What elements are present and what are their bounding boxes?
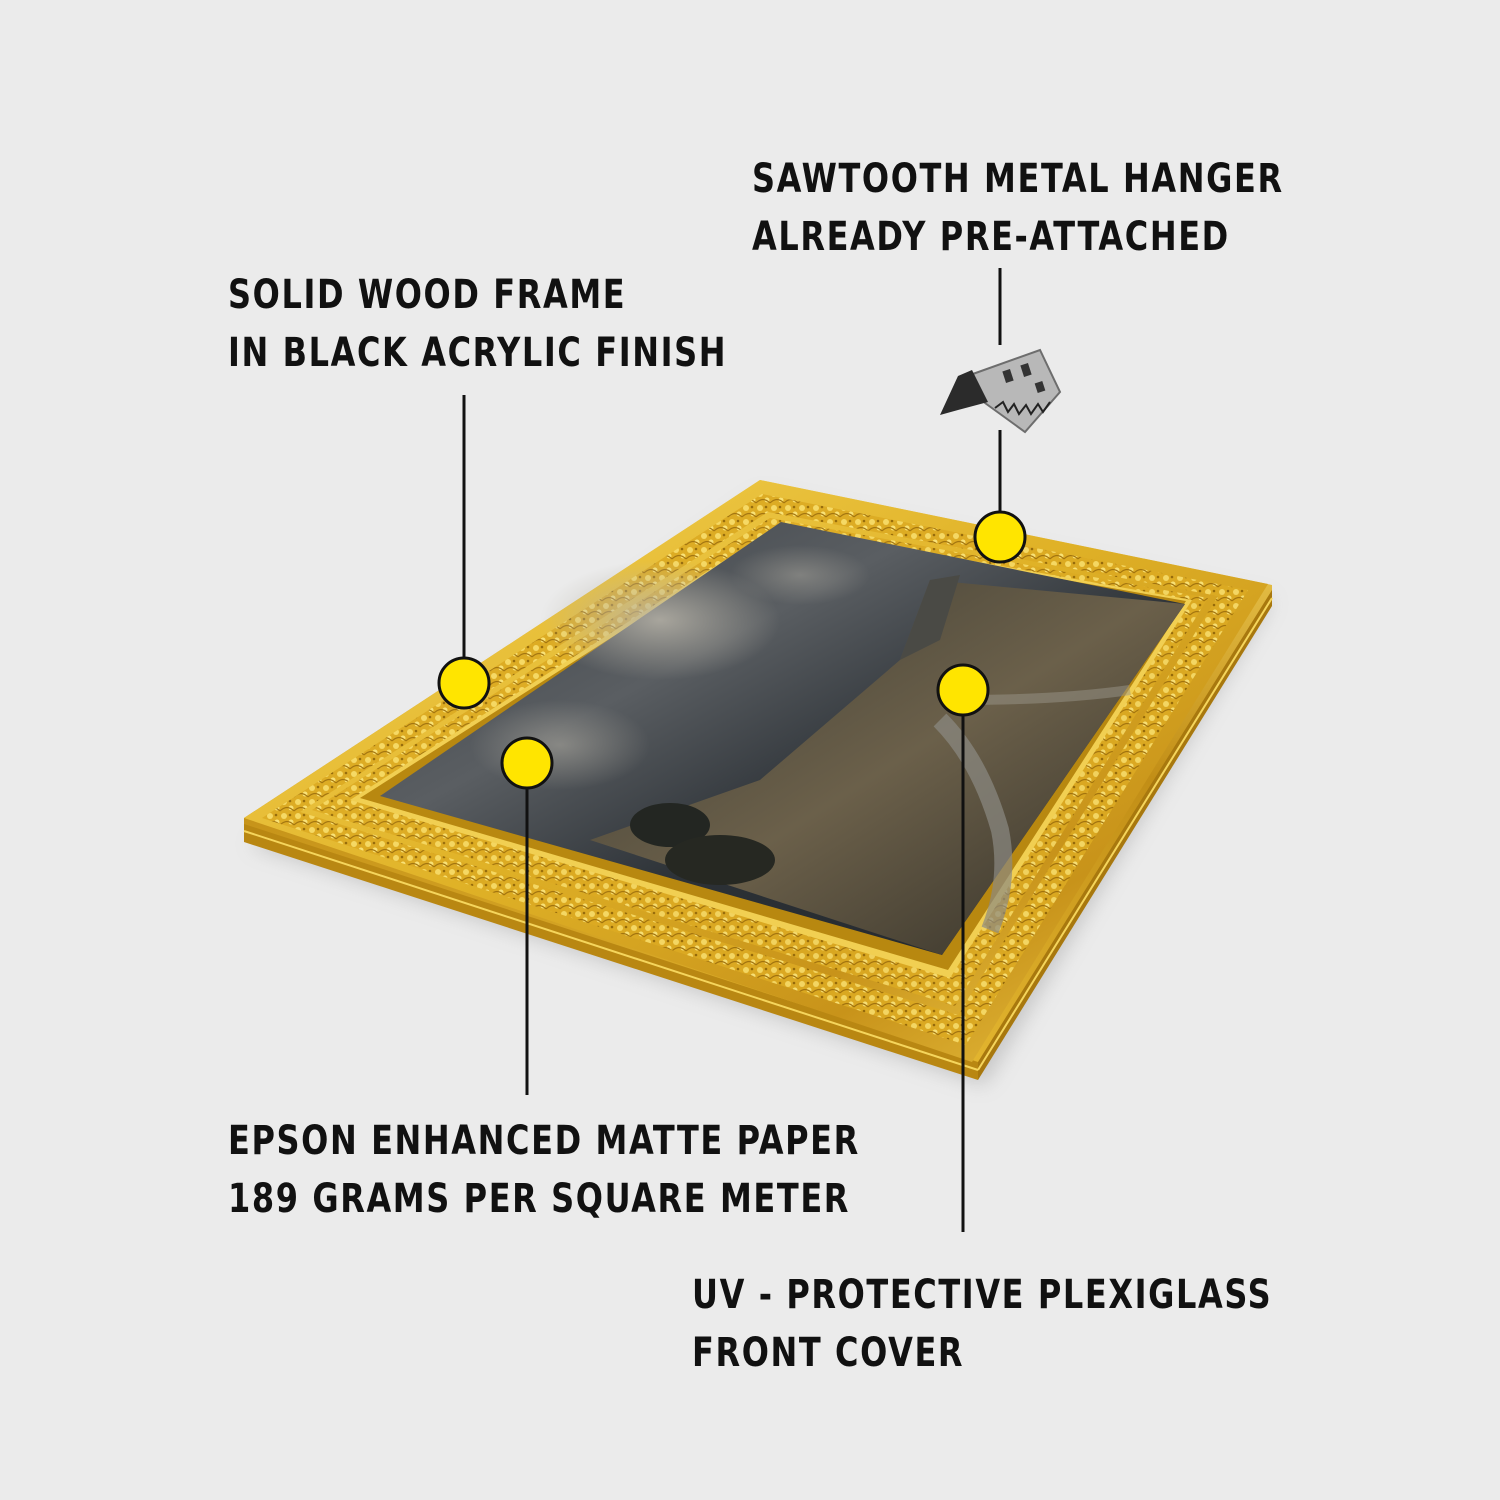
hanger-callout-text: SAWTOOTH METAL HANGER ALREADY PRE-ATTACH… — [752, 150, 1284, 266]
paper-callout-text: EPSON ENHANCED MATTE PAPER 189 GRAMS PER… — [228, 1112, 860, 1228]
callout-lines — [462, 268, 1002, 1232]
frame-callout-line1: SOLID WOOD FRAME — [228, 272, 627, 318]
callout-markers — [437, 510, 1027, 790]
callout-dot-icon — [936, 663, 990, 717]
frame-callout-text: SOLID WOOD FRAME IN BLACK ACRYLIC FINISH — [228, 266, 727, 382]
paper-callout-line1: EPSON ENHANCED MATTE PAPER — [228, 1118, 860, 1164]
plexiglass-callout-text: UV - PROTECTIVE PLEXIGLASS FRONT COVER — [692, 1266, 1272, 1382]
callout-dot-icon — [973, 510, 1027, 564]
hanger-callout-line2: ALREADY PRE-ATTACHED — [752, 214, 1230, 260]
callout-dot-icon — [500, 736, 554, 790]
hanger-callout-line1: SAWTOOTH METAL HANGER — [752, 156, 1284, 202]
sawtooth-hanger-icon — [940, 348, 1062, 434]
plexiglass-callout-line2: FRONT COVER — [692, 1330, 965, 1376]
frame-callout-line2: IN BLACK ACRYLIC FINISH — [228, 330, 728, 376]
plexiglass-callout-line1: UV - PROTECTIVE PLEXIGLASS — [692, 1272, 1273, 1318]
landscape-painting — [380, 522, 1185, 955]
callout-dot-icon — [437, 656, 491, 710]
paper-callout-line2: 189 GRAMS PER SQUARE METER — [228, 1176, 851, 1222]
